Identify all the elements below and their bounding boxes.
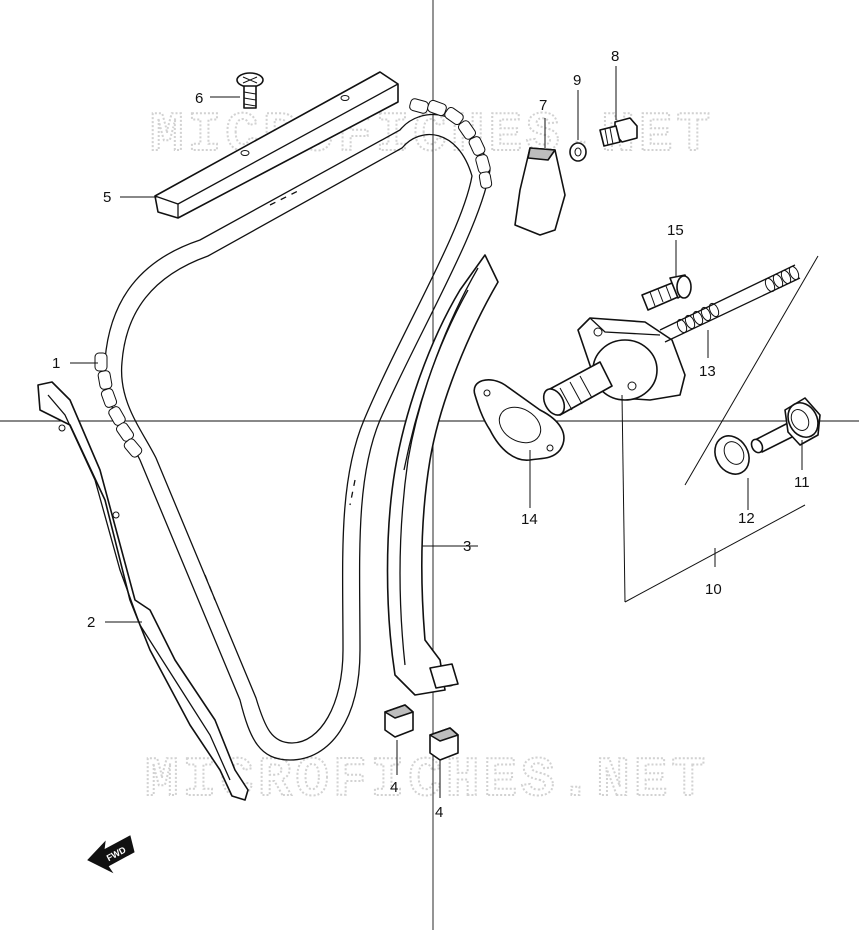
callout-damper-a: 4 <box>390 779 398 796</box>
callout-top-guide: 5 <box>103 189 111 206</box>
guide-screw <box>236 72 264 109</box>
top-chain-guide <box>154 71 399 219</box>
callout-guide-front: 2 <box>87 614 95 631</box>
tensioner-cushion <box>514 147 566 236</box>
front-chain-guide <box>37 381 249 801</box>
plug-gasket <box>714 435 750 475</box>
callout-plug: 11 <box>794 474 810 491</box>
callout-gasket: 14 <box>521 511 538 528</box>
callout-damper-b: 4 <box>435 804 443 821</box>
tensioner-cap-bolt <box>750 397 821 454</box>
callout-chain: 1 <box>52 355 60 372</box>
cam-chain <box>94 98 493 761</box>
chain-damper-a <box>384 704 414 738</box>
callout-spring: 13 <box>699 363 716 380</box>
callout-tensioner-assy: 10 <box>705 581 722 598</box>
callout-cushion: 7 <box>539 97 547 114</box>
small-bolt <box>599 117 638 147</box>
leader-lines <box>70 66 803 798</box>
forward-direction-arrow: FWD <box>87 835 135 874</box>
tensioner-spring <box>676 265 800 334</box>
callout-bolt: 15 <box>667 222 684 239</box>
callout-screw: 6 <box>195 90 203 107</box>
callout-small-bolt: 8 <box>611 48 619 65</box>
tensioner-gasket <box>473 379 565 461</box>
small-washer <box>569 142 587 162</box>
callout-gasket-ring: 12 <box>738 510 755 527</box>
rear-chain-guide <box>386 254 499 696</box>
chain-damper-b <box>429 727 459 761</box>
callout-washer: 9 <box>573 72 581 89</box>
cam-chain-tensioner-assembly <box>542 264 801 416</box>
callout-guide-rear: 3 <box>463 538 471 555</box>
tensioner-bolt <box>641 274 692 311</box>
